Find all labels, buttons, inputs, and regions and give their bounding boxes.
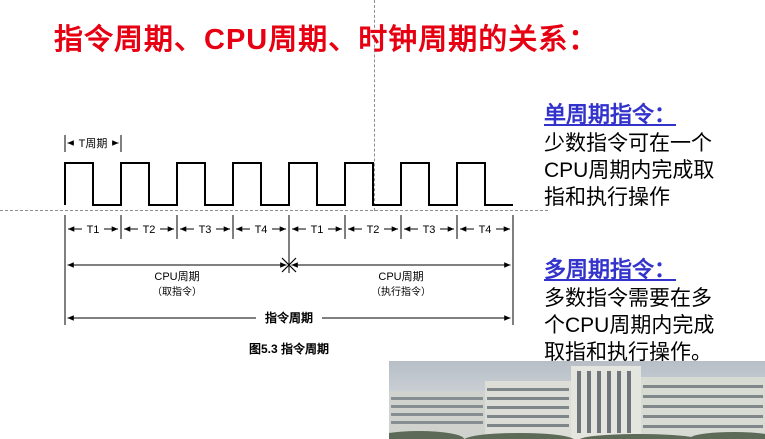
- fetch-cycle-sublabel: （取指令）: [152, 285, 202, 298]
- t-period-label: T周期: [79, 137, 108, 150]
- single-cycle-line: 指和执行操作: [544, 186, 670, 209]
- t-label: T2: [143, 224, 156, 236]
- t-period-marker: [64, 135, 122, 152]
- multi-cycle-line: 多数指令需要在多: [544, 287, 712, 310]
- multi-cycle-line: 个CPU周期内完成: [544, 314, 715, 337]
- t-label: T3: [199, 224, 212, 236]
- cpu-cycle-arrows: [67, 257, 511, 273]
- t-slot-labels: T1 T2 T3 T4 T1 T2 T3 T4: [87, 224, 492, 236]
- slide-title: 指令周期、CPU周期、时钟周期的关系：: [54, 24, 599, 56]
- vertical-guide-line: [374, 0, 375, 211]
- clock-waveform: [64, 162, 513, 206]
- cycle-junction-cross: [281, 257, 297, 273]
- horizontal-guide-line: [0, 210, 548, 211]
- single-cycle-line: CPU周期内完成取: [544, 159, 715, 182]
- fetch-cycle-label: CPU周期: [154, 270, 199, 283]
- t-label: T1: [311, 224, 324, 236]
- t-label: T1: [87, 224, 100, 236]
- trees: [389, 431, 765, 439]
- t-label: T2: [367, 224, 380, 236]
- t-label: T4: [255, 224, 268, 236]
- exec-cycle-sublabel: （执行指令）: [371, 285, 431, 298]
- campus-building-photo: [389, 361, 765, 439]
- t-slot-ticks: [64, 215, 514, 325]
- t-label: T3: [423, 224, 436, 236]
- instruction-cycle-label: 指令周期: [265, 310, 313, 325]
- figure-caption: 图5.3 指令周期: [249, 341, 329, 356]
- single-cycle-heading: 单周期指令：: [544, 102, 677, 127]
- t-label: T4: [479, 224, 492, 236]
- multi-cycle-line: 取指和执行操作。: [544, 341, 712, 364]
- exec-cycle-label: CPU周期: [378, 270, 423, 283]
- notes-panel: 单周期指令： 少数指令可在一个 CPU周期内完成取 指和执行操作 多周期指令： …: [544, 100, 765, 366]
- buildings: [389, 366, 765, 439]
- multi-cycle-heading: 多周期指令：: [544, 257, 677, 282]
- single-cycle-line: 少数指令可在一个: [544, 132, 712, 155]
- timing-diagram: T周期 T1 T2 T3 T: [64, 135, 514, 356]
